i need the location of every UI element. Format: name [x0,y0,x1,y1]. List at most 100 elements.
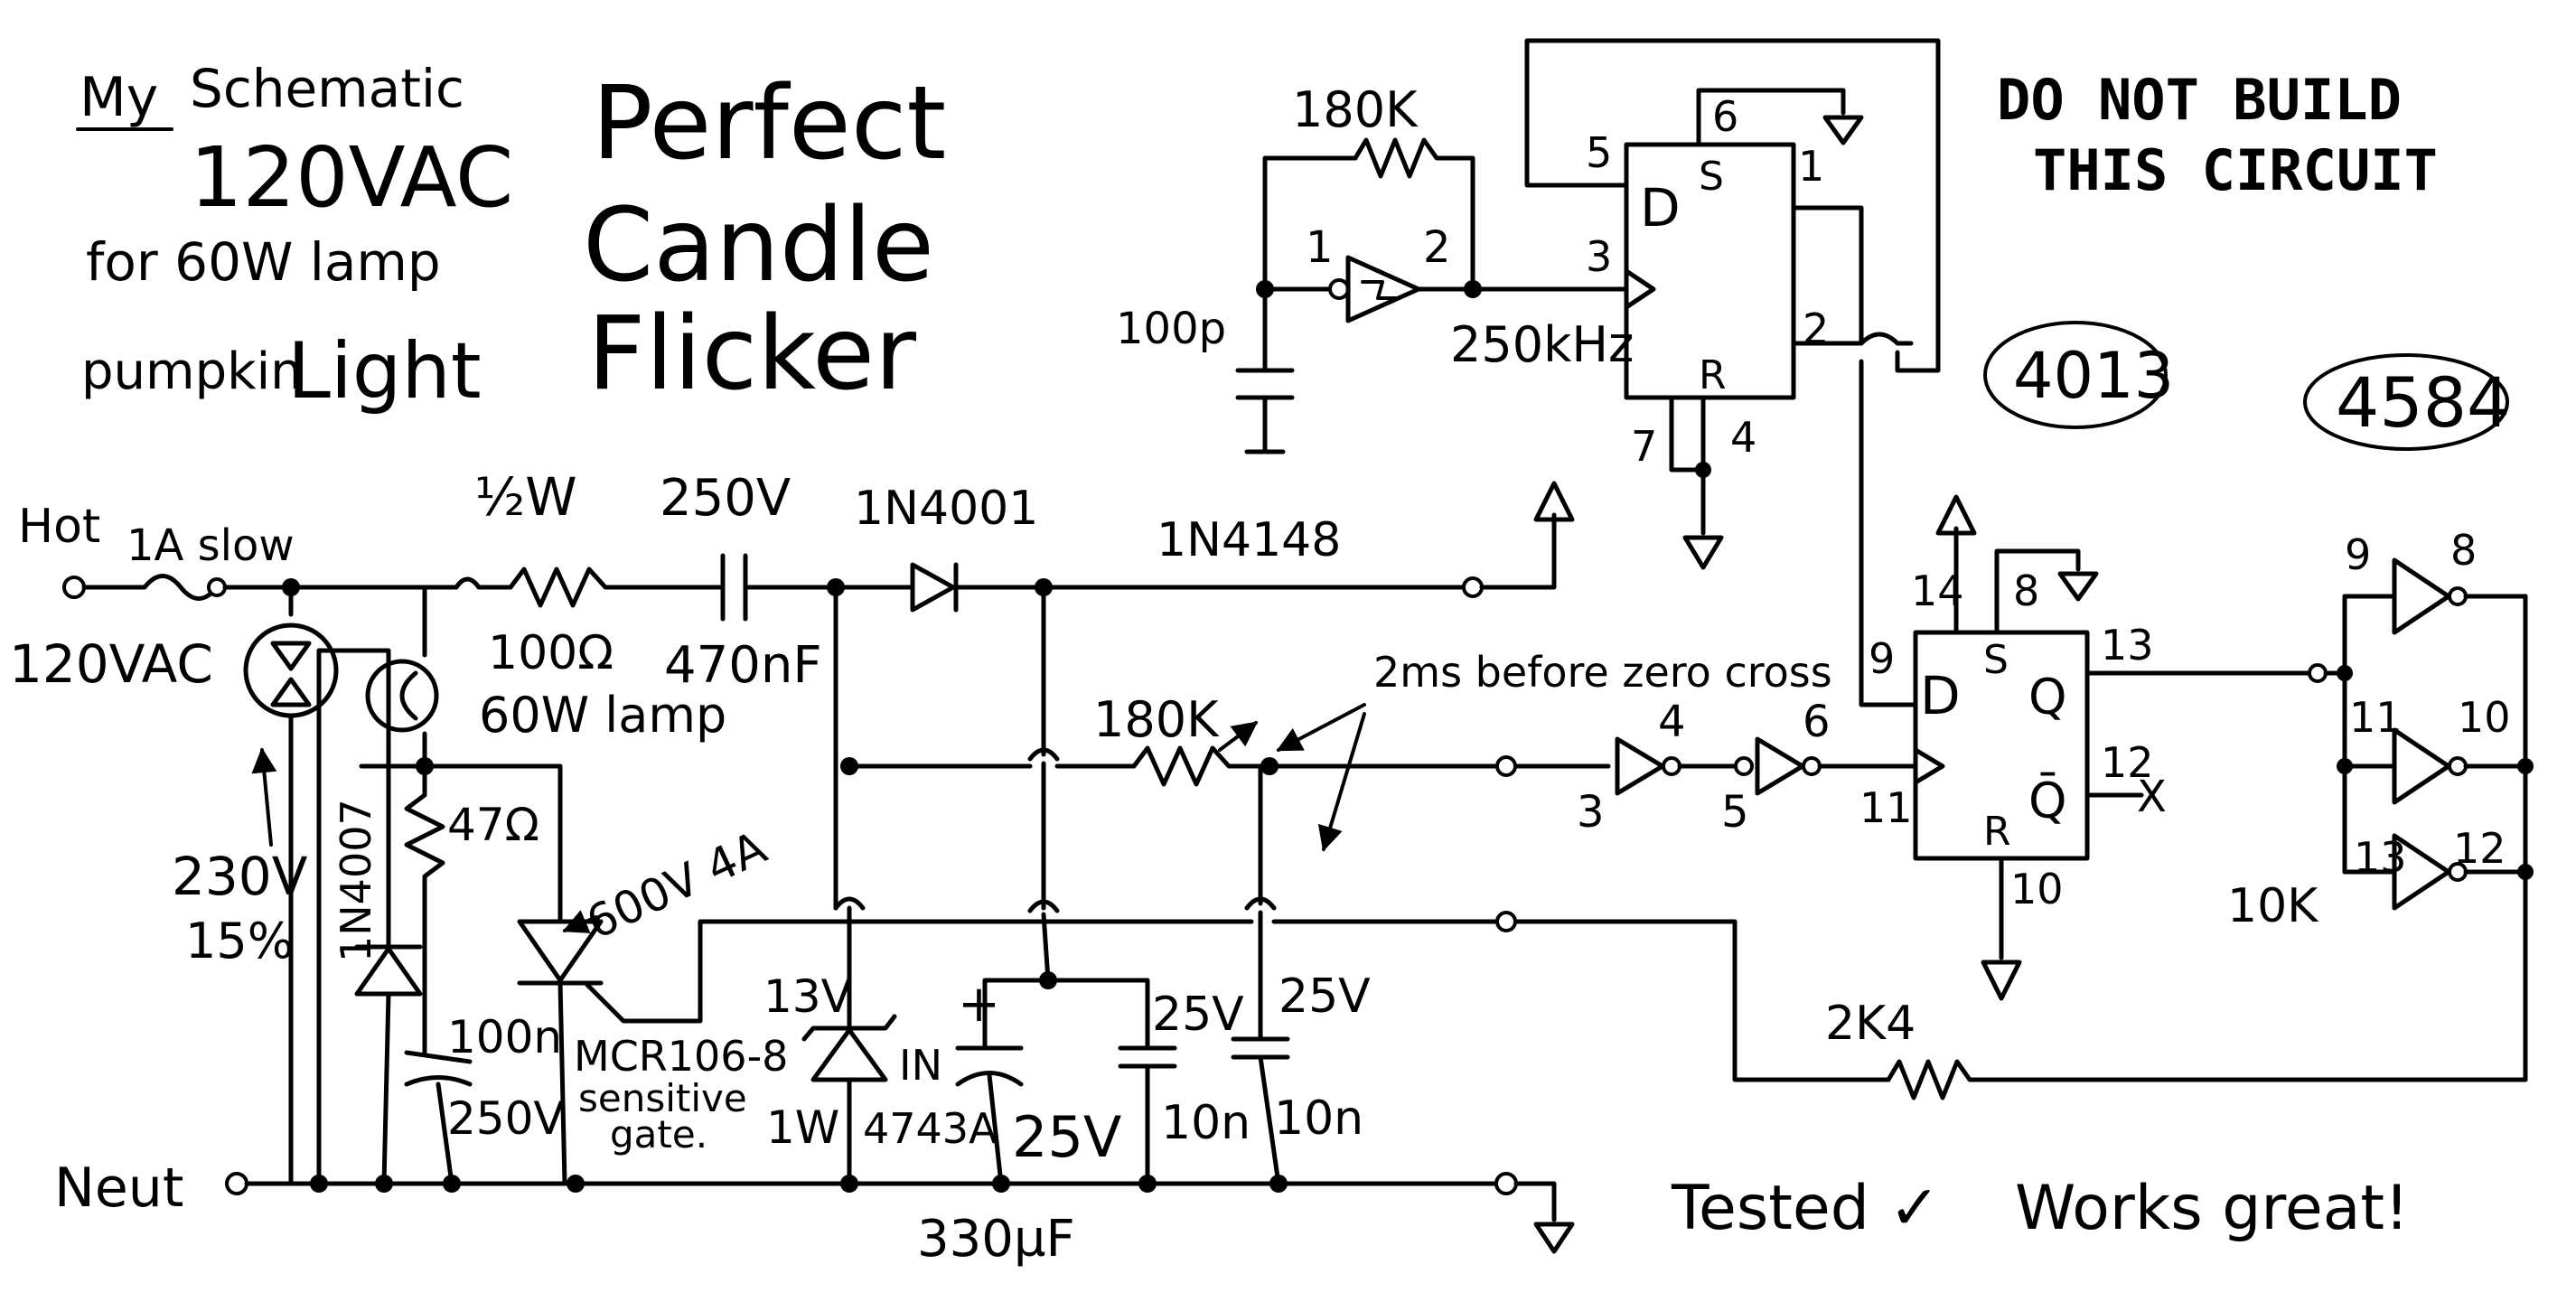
osc-resistor-180k [1353,137,1475,292]
scr-rating-label: 600V 4A [579,821,774,950]
scr-section: 47Ω 100n 250V 600V 4A MCR106-8 sensitive… [359,763,820,1186]
feedback-resistor-label: 2K4 [1825,997,1916,1051]
lamp-label: 60W lamp [479,687,726,744]
buf2-pin-in: 11 [2349,693,2403,742]
osc-schmitt-inverter [1345,255,1421,323]
buffer-inverter-2 [2392,727,2451,805]
resistor-power-label: ½W [474,466,577,528]
ff2-q-letter: Q [2028,669,2067,726]
snubber-cap-label: 100n [447,1011,562,1063]
light-word: Light [287,326,482,417]
scr-note-1: sensitive [578,1076,747,1120]
zener-part-a: IN [899,1041,942,1090]
ff2-s-ground [2057,571,2099,602]
resistor-value-label: 100Ω [488,626,614,680]
mains-label: 120VAC [9,633,213,695]
sense-resistor-label: 180K [1093,691,1220,748]
flipflop-1: D S R 5 6 3 1 2 7 4 [1524,38,1941,707]
neutral-terminal [225,1172,248,1195]
for-lamp-line: for 60W lamp [86,231,441,293]
ff1-pin-q: 1 [1798,142,1824,191]
ff2-qbar-nc-mark: X [2137,772,2167,822]
footer-notes: Tested ✓ Works great! [1671,1173,2409,1244]
ground-symbol-main [1533,1222,1575,1254]
bulk-cap-plus: + [958,975,1000,1034]
signal-diode-label: 1N4148 [1157,513,1341,567]
cap-value-label: 470nF [664,636,822,695]
bulk-cap-value-label: 330µF [917,1210,1075,1269]
header-notes: My Schematic 120VAC for 60W lamp pumpkin… [76,58,513,417]
scr-part-label: MCR106-8 [574,1032,788,1081]
bypass-cap-2 [1258,1054,1281,1186]
zener-diode [810,1027,888,1082]
ff2-s-letter: S [1983,637,2009,683]
pullup-resistor-label: 10K [2227,879,2319,933]
osc-freq-label: 250kHz [1450,316,1634,373]
ff2-vdd-arrow [1935,494,1977,536]
osc-pin-out: 2 [1423,222,1451,273]
ff2-r-ground [1981,960,2022,1001]
mov-tolerance-label: 15% [185,913,294,969]
scr-thyristor [517,919,604,983]
osc-resistor-label: 180K [1292,81,1419,138]
lamp-symbol [365,659,439,733]
buf3-pin-in: 13 [2354,833,2407,882]
ff2-d-letter: D [1920,665,1961,726]
bypass-cap2-value: 10n [1274,1091,1363,1146]
ff1-r-letter: R [1699,352,1727,398]
warning-line-1: DO NOT BUILD [1997,67,2402,133]
zc-inv2-pin-in: 5 [1721,787,1749,838]
fuse-label: 1A slow [126,520,295,571]
clamp-diode-label: 1N4007 [332,799,380,962]
ff1-d-letter: D [1640,177,1681,239]
output-buffers: 9 8 11 10 13 12 10K 2K4 [1825,526,2534,1100]
bulk-cap-voltage-label: 25V [1012,1104,1121,1170]
works-note: Works great! [2015,1173,2409,1244]
cap-voltage-label: 250V [660,469,791,528]
osc-pin-in: 1 [1306,222,1334,273]
part-4013-text: 4013 [2013,339,2174,413]
zc-inverter-2 [1755,736,1805,796]
title-candle: Candle [583,187,934,304]
buf2-pin-out: 10 [2458,693,2511,742]
ff1-s-ground [1822,115,1864,145]
ff2-pin-qbar: 12 [2101,738,2154,787]
voltage-heading: 120VAC [190,129,513,226]
buf1-pin-in: 9 [2345,530,2371,579]
part-4584-text: 4584 [2336,362,2510,443]
ff2-pin-s: 8 [2013,567,2039,615]
ff2-r-letter: R [1983,809,2011,855]
mov-voltage-label: 230V [172,846,308,907]
bypass-cap1-value: 10n [1161,1096,1251,1150]
mains-rails: Hot 1A slow 120VAC ½W 100Ω 250V 470nF 1N… [9,466,1575,1254]
ff1-pin-r: 4 [1730,413,1756,462]
gate-resistor-label: 47Ω [447,799,539,851]
hot-label: Hot [18,500,100,554]
zc-inv1-pin-in: 3 [1577,787,1605,838]
zener-voltage-label: 13V [763,970,852,1023]
pumpkin-word: pumpkin [81,342,303,401]
tested-note: Tested ✓ [1671,1173,1941,1244]
schematic-label: Schematic [190,58,464,119]
zc-inv1-pin-out: 4 [1658,697,1686,747]
ff2-pin-clk: 11 [1859,783,1913,832]
vdd-arrow-1 [1533,481,1575,522]
zero-cross-section: 180K 2ms before zero cross 3 4 5 6 [1093,648,1918,852]
power-supply: 13V 1W IN 4743A + 25V 330µF 25V 10n 25V … [763,585,1855,1269]
ff2-qbar-letter: Q̄ [2028,773,2067,829]
buf1-pin-out: 8 [2450,526,2477,575]
protection-section: 230V 15% 1N4007 60W lamp [172,585,726,1186]
title-perfect: Perfect [592,65,946,183]
zc-inverter-1 [1615,736,1665,796]
flipflop-2: D S Q Q̄ R 9 14 8 11 13 12 10 X [1859,494,2328,1001]
bypass-cap1-voltage: 25V [1152,988,1244,1042]
ff1-pin-d: 5 [1586,128,1612,177]
rectifier-label: 1N4001 [854,482,1038,536]
my-label: My [80,66,158,129]
part-4584-badge: 4584 [2303,353,2510,451]
scr-note-2: gate. [610,1112,707,1156]
gate-resistor-47r [404,763,445,1055]
zc-inv2-pin-out: 6 [1803,697,1831,747]
zener-power-label: 1W [766,1101,839,1154]
